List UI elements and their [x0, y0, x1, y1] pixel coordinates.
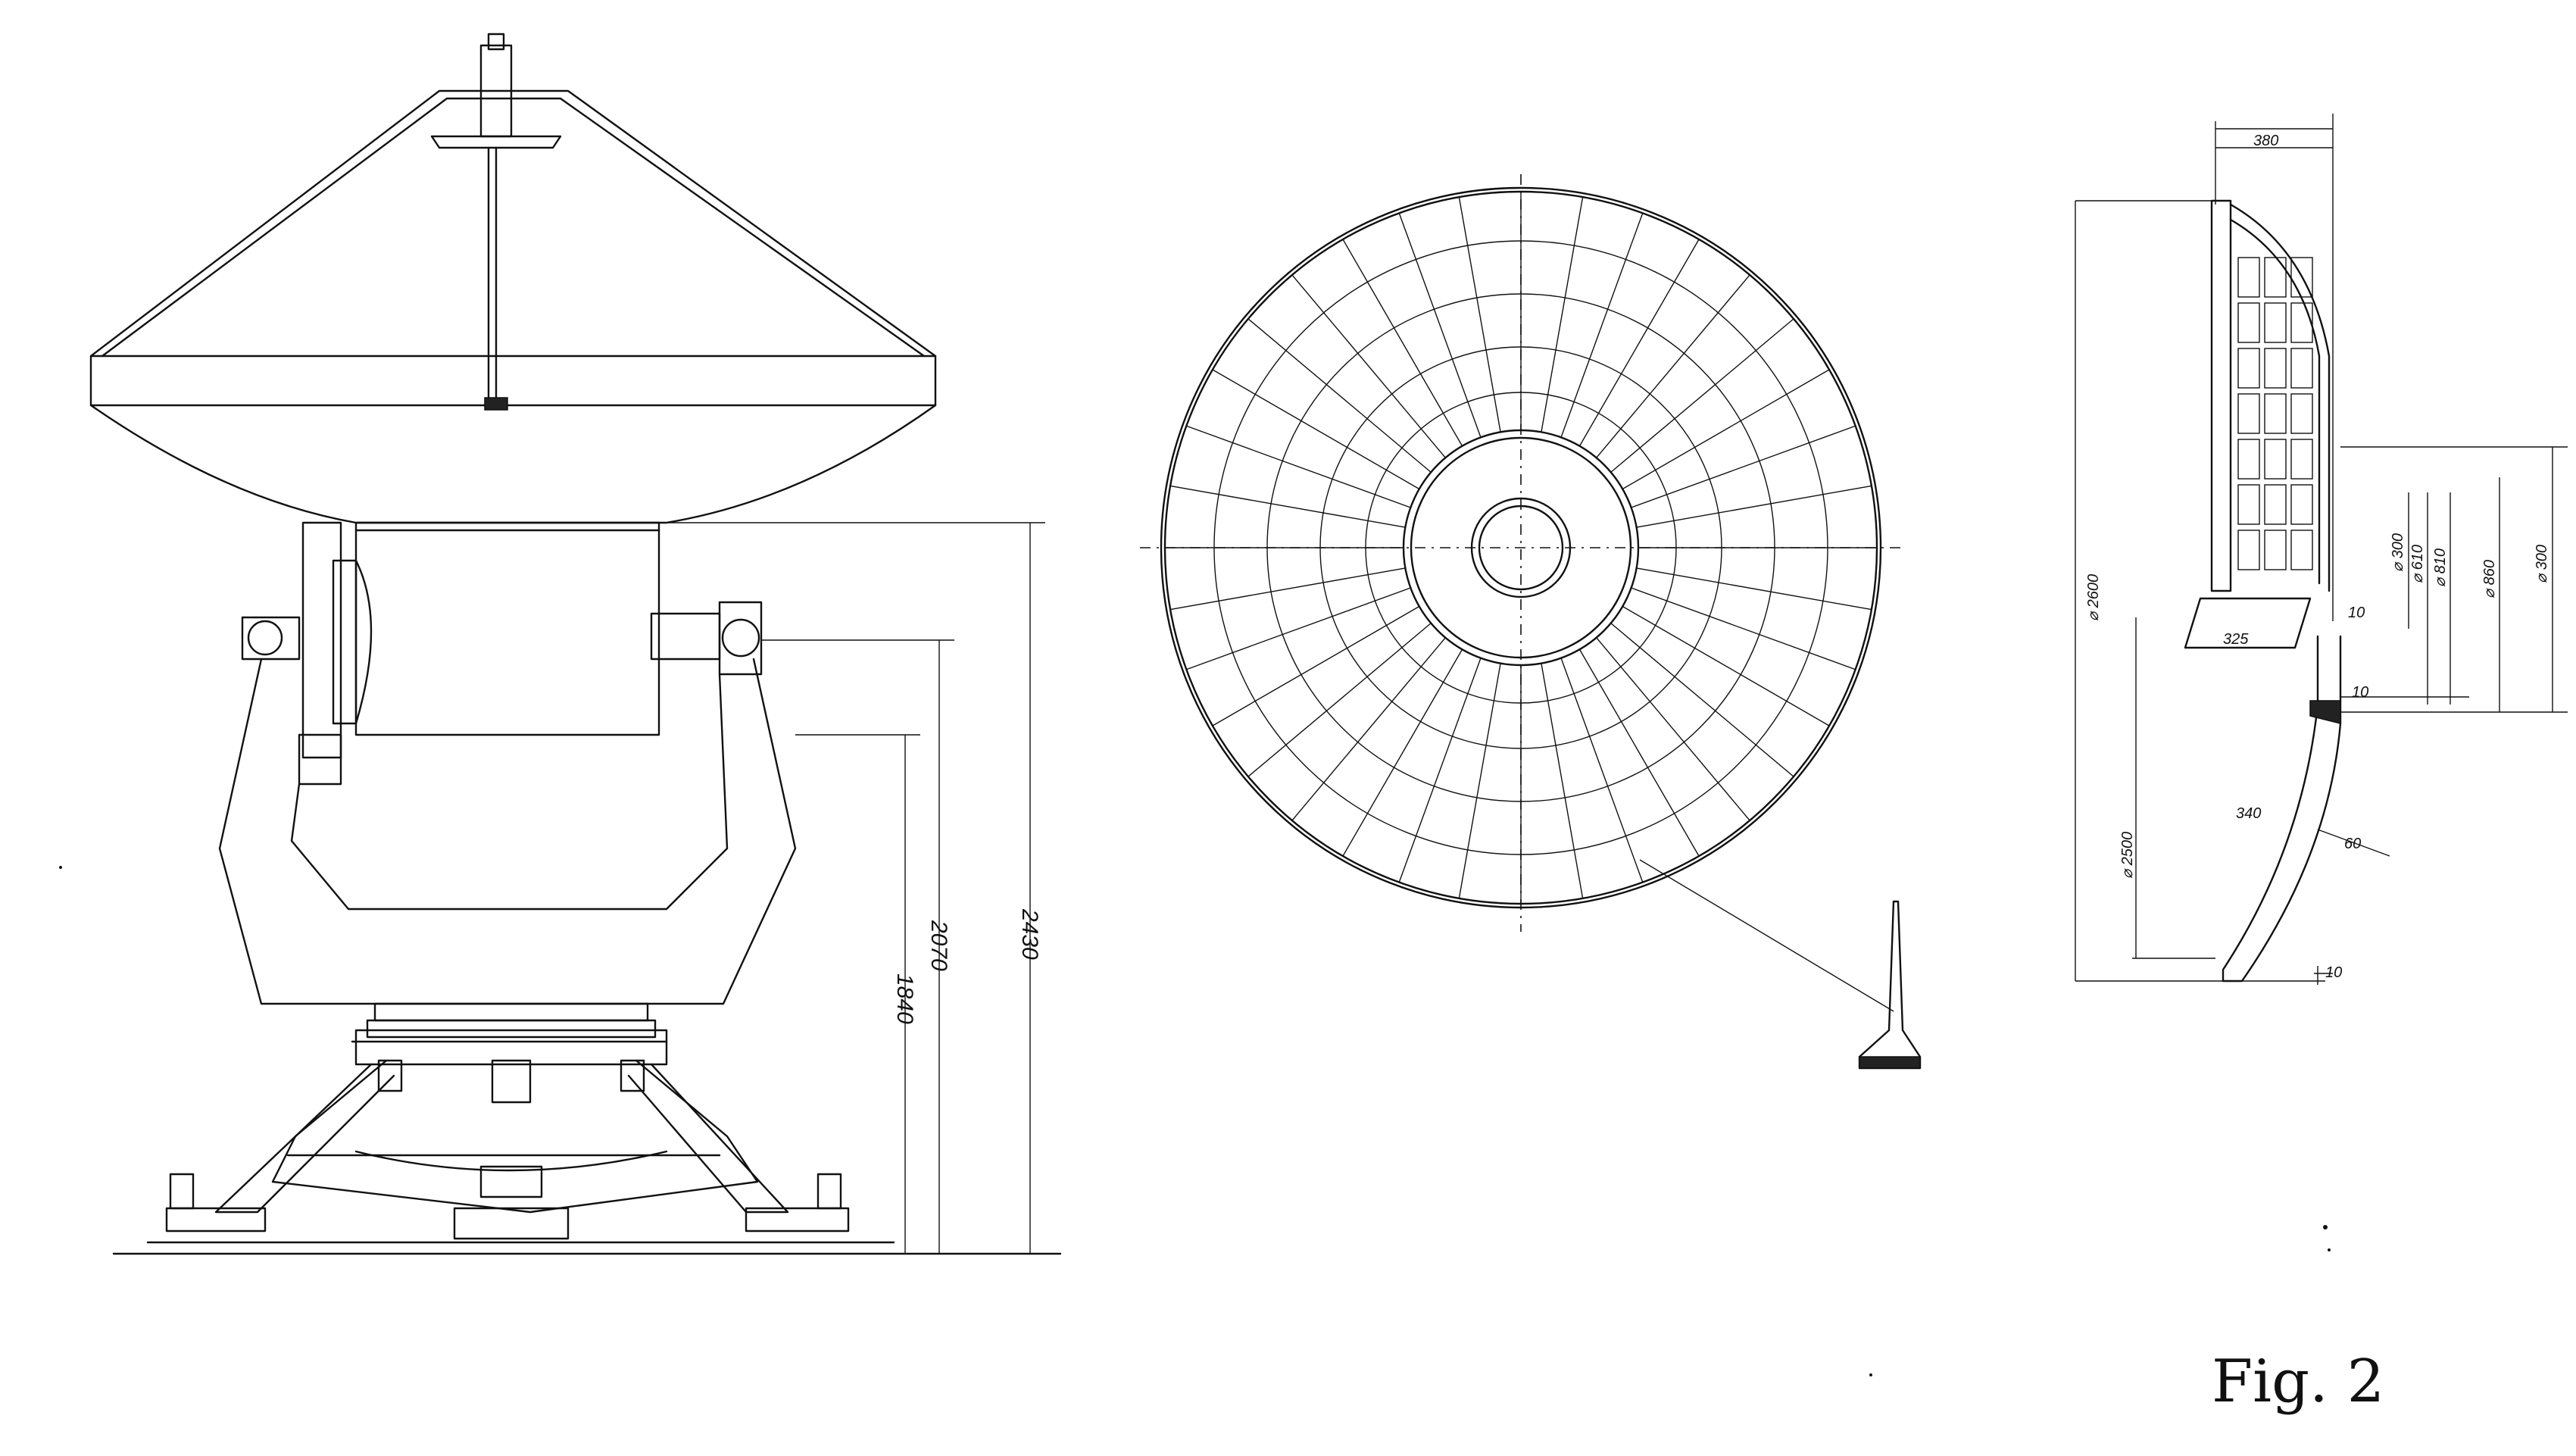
radial-rib	[1541, 663, 1584, 898]
scan-dot	[59, 866, 62, 869]
radial-rib	[1578, 239, 1700, 447]
section-grid-cell	[2290, 530, 2313, 570]
dimension-d1: ⌀ 300	[2390, 533, 2406, 572]
section-grid-cell	[2290, 302, 2313, 343]
radial-rib	[1596, 637, 1750, 821]
dimension-depth: 380	[2253, 133, 2278, 149]
dimension-2430: 2430	[1017, 908, 1042, 960]
radial-rib	[1610, 623, 1794, 777]
radial-rib	[1560, 213, 1644, 438]
radial-rib	[1560, 658, 1644, 883]
antenna-side-view: 1840 2070 2430	[89, 33, 1062, 1255]
dimension-1840: 1840	[892, 973, 917, 1024]
section-grid-cell	[2290, 257, 2313, 298]
dimension-total-diameter: ⌀ 2600	[2085, 574, 2102, 621]
radial-rib	[1458, 197, 1501, 433]
dimension-2070: 2070	[926, 920, 951, 971]
radial-rib	[1596, 274, 1750, 458]
section-grid-cell	[2237, 484, 2260, 525]
figure-label: Fig. 2	[2212, 1348, 2384, 1416]
radial-rib	[1247, 623, 1432, 777]
radial-rib	[1170, 567, 1406, 611]
radial-rib	[1247, 318, 1432, 473]
radial-rib	[1622, 369, 1830, 490]
radial-rib	[1610, 318, 1794, 473]
section-grid-cell	[2290, 439, 2313, 480]
radial-rib	[1458, 663, 1501, 898]
reflector-section-view: 380 325 ⌀ 300 ⌀ 610 ⌀ 810 ⌀ 860 ⌀ 300 10…	[2075, 114, 2568, 985]
section-grid-cell	[2290, 393, 2313, 434]
radial-rib	[1212, 369, 1420, 490]
dimension-t2: 10	[2352, 684, 2368, 701]
radial-rib	[1636, 567, 1872, 611]
dimension-h1: 340	[2236, 805, 2261, 822]
section-grid-cell	[2264, 484, 2287, 525]
radial-rib	[1186, 587, 1411, 670]
section-grid-cell	[2237, 439, 2260, 480]
radial-rib	[1186, 425, 1411, 508]
radial-rib	[1398, 658, 1482, 883]
section-grid-cell	[2290, 484, 2313, 525]
dimension-d5: ⌀ 300	[2534, 545, 2550, 583]
dimension-t3: 10	[2325, 964, 2342, 981]
section-grid-cell	[2237, 530, 2260, 570]
dimension-t1: 10	[2348, 605, 2365, 621]
section-grid-cell	[2264, 348, 2287, 389]
dimension-d2: ⌀ 610	[2409, 545, 2426, 583]
section-grid-cell	[2264, 439, 2287, 480]
section-grid-cell	[2264, 257, 2287, 298]
radial-rib	[1342, 239, 1463, 447]
radial-rib	[1631, 425, 1856, 508]
radial-rib	[1212, 605, 1420, 726]
dimension-d4: ⌀ 860	[2481, 560, 2498, 598]
scan-dot	[1869, 1373, 1872, 1376]
section-grid-cell	[2237, 257, 2260, 298]
radial-rib	[1636, 485, 1872, 528]
radial-rib	[1291, 637, 1446, 821]
radial-rib	[1541, 197, 1584, 433]
radial-rib	[1622, 605, 1830, 726]
section-grid	[2237, 257, 2313, 570]
radial-rib	[1398, 213, 1482, 438]
radial-rib	[1170, 485, 1406, 528]
radial-rib	[1578, 648, 1700, 857]
radial-rib	[1342, 648, 1463, 857]
dimension-rim: 325	[2223, 631, 2249, 648]
section-grid-cell	[2237, 348, 2260, 389]
scan-dot	[2323, 1225, 2328, 1229]
section-grid-cell	[2237, 302, 2260, 343]
radial-rib	[1291, 274, 1446, 458]
radial-rib	[1631, 587, 1856, 670]
section-grid-cell	[2264, 530, 2287, 570]
dimension-h2: 60	[2344, 836, 2361, 852]
reflector-front-view	[1140, 174, 1922, 1070]
scan-dot	[2328, 1248, 2331, 1251]
section-grid-cell	[2237, 393, 2260, 434]
dimension-d3: ⌀ 810	[2432, 548, 2449, 587]
section-grid-cell	[2264, 393, 2287, 434]
section-grid-cell	[2290, 348, 2313, 389]
radial-ribs	[1165, 192, 1877, 904]
dimension-inner-diameter: ⌀ 2500	[2119, 832, 2136, 879]
section-grid-cell	[2264, 302, 2287, 343]
